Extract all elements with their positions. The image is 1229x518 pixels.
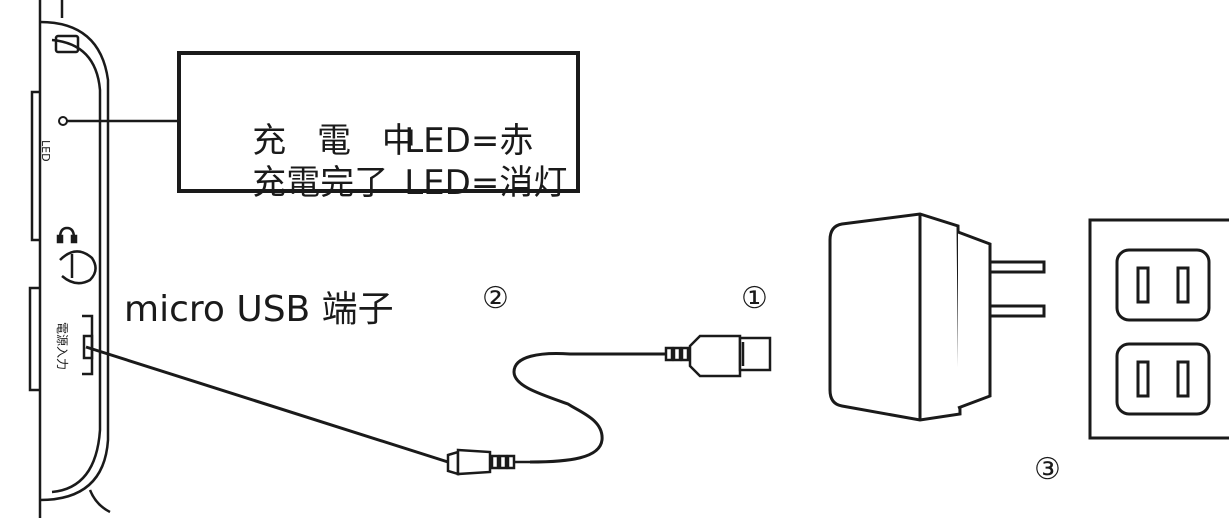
charging-led-text: LED=赤 <box>404 121 534 161</box>
usb-a-plug <box>664 334 772 378</box>
charged-led-text: LED=消灯 <box>404 163 568 203</box>
micro-usb-plug <box>446 448 530 476</box>
step-1-marker: ① <box>741 281 768 316</box>
charged-status-text: 充電完了 <box>252 163 389 203</box>
usb-cable-coil <box>512 352 666 464</box>
usb-cable-to-device <box>85 345 449 464</box>
wall-outlet <box>1088 218 1229 440</box>
led-label: LED <box>39 140 52 162</box>
callout-line-charging: 充 電 中LED=赤 <box>209 81 533 201</box>
headphone-jack <box>56 226 97 285</box>
step-2-marker: ② <box>482 281 509 316</box>
callout-line-charged: 充電完了 LED=消灯 <box>209 123 567 243</box>
step-3-marker: ③ <box>1034 452 1061 487</box>
micro-usb-label: micro USB 端子 <box>124 289 394 330</box>
micro-usb-port <box>82 314 94 376</box>
led-status-callout: 充 電 中LED=赤 充電完了 LED=消灯 <box>177 51 580 203</box>
led-indicator <box>58 116 68 126</box>
device-side-view <box>28 0 111 518</box>
ac-adapter <box>828 212 1046 422</box>
power-input-label: 電源入力 <box>55 322 69 371</box>
